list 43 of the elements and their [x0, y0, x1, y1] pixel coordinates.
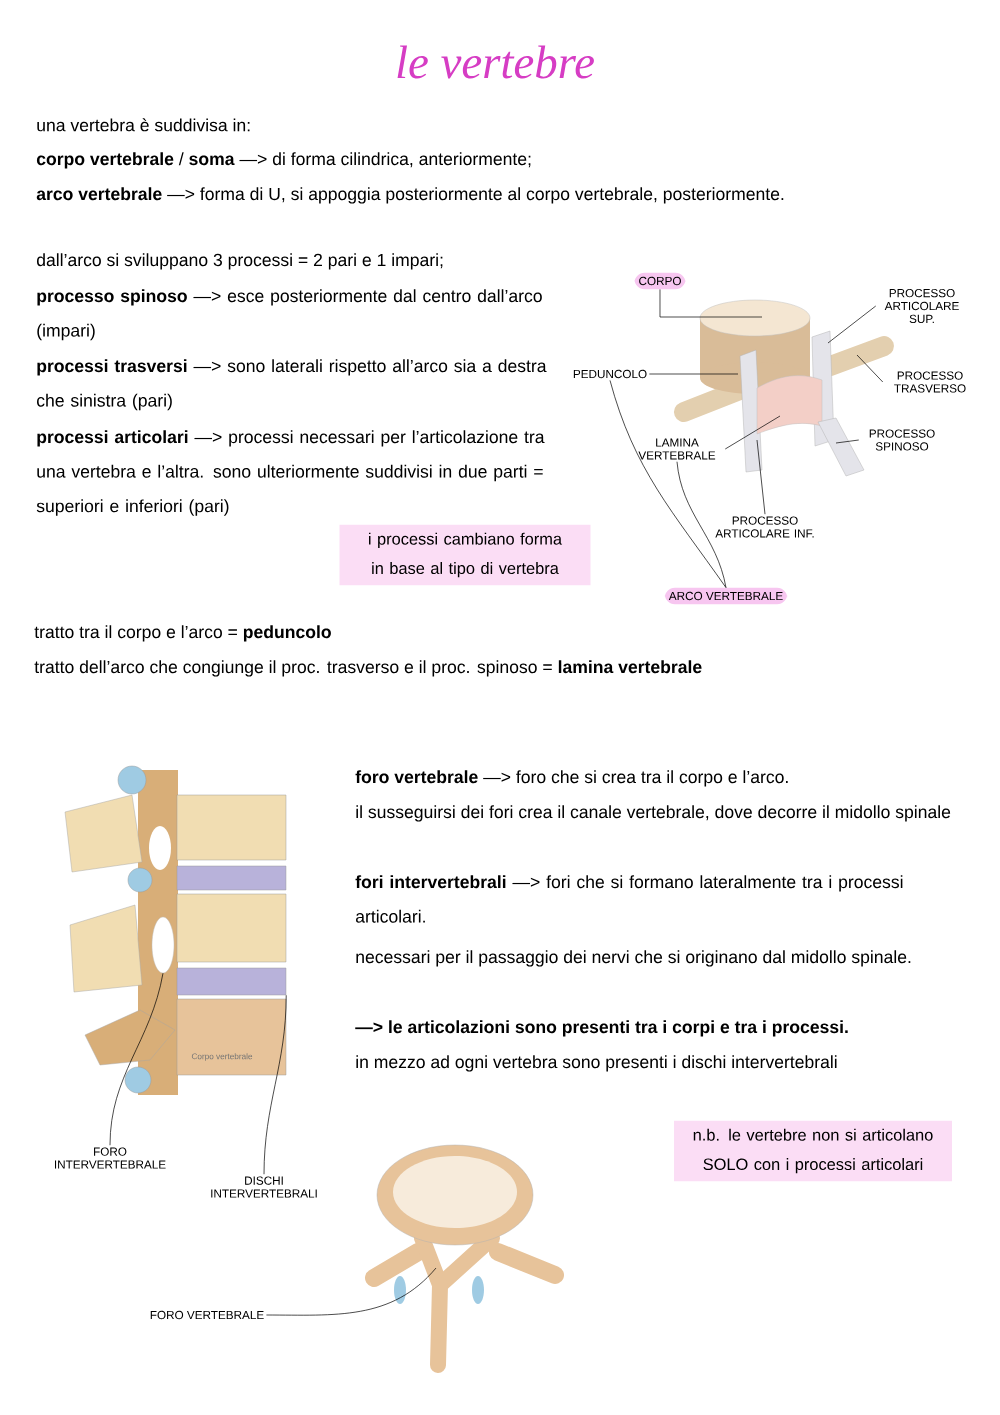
text-line: il susseguirsi dei fori crea il canale vertebrale, dove decorre il midollo spinale — [356, 805, 951, 822]
part-label: DISCHI INTERVERTEBRALI — [211, 1176, 317, 1198]
text-line: corpo vertebrale / soma —> di forma cilindrica, anteriormente; — [36, 152, 531, 169]
text-line: foro vertebrale —> foro che si crea tra il corpo e l’arco. — [355, 770, 788, 787]
paragraph: processo spinoso —> esce posteriormente dal centro dall’arco (impari) — [37, 289, 542, 341]
leader-line — [609, 380, 727, 588]
part-label: LAMINA VERTEBRALE — [638, 438, 716, 460]
paragraph: processi articolari —> processi necessari per l’articolazione tra una vertebra e l’altra. sono ulteriormente suddivisi in due parti = superiori e inferiori (pari) — [36, 430, 545, 516]
part-label: FORO VERTEBRALE — [150, 1310, 264, 1320]
title: le vertebre — [397, 45, 594, 79]
leader-line — [856, 354, 884, 383]
leader-line — [756, 439, 766, 515]
paragraph: processi trasversi —> sono laterali rispetto all’arco sia a destra che sinistra (pari) — [37, 359, 547, 411]
image-label: Corpo vertebrale — [191, 1053, 253, 1061]
leader-line — [659, 289, 763, 318]
text-line: dall’arco si sviluppano 3 processi = 2 pari e 1 impari; — [36, 253, 443, 270]
leader-line — [724, 415, 781, 450]
leader-line — [676, 461, 727, 588]
paragraph: fori intervertebrali —> fori che si formano lateralmente tra i processi articolari. — [355, 875, 903, 923]
text-line: —> le articolazioni sono presenti tra i corpi e tra i processi. — [355, 1020, 848, 1037]
highlighted-label: CORPO — [634, 272, 686, 290]
part-label: PROCESSO ARTICOLARE SUP. — [884, 289, 959, 324]
part-label: FORO INTERVERTEBRALE — [55, 1147, 166, 1169]
leader-line — [266, 1267, 437, 1316]
part-label: PROCESSO TRASVERSO — [894, 371, 966, 393]
leader-line — [827, 305, 877, 344]
leader-line — [263, 994, 287, 1175]
part-label: PEDUNCOLO — [573, 369, 647, 379]
text-line: in mezzo ad ogni vertebra sono presenti i dischi intervertebrali — [356, 1055, 837, 1072]
leader-line — [109, 972, 164, 1146]
note-box: n.b. le vertebre non si articolano SOLO con i processi articolari — [674, 1120, 952, 1182]
part-label: PROCESSO SPINOSO — [869, 429, 935, 451]
leader-line — [835, 439, 860, 444]
text-line: necessari per il passaggio dei nervi che si originano dal midollo spinale. — [356, 950, 911, 967]
text-line: una vertebra è suddivisa in: — [37, 118, 250, 132]
text-line: tratto dell’arco che congiunge il proc. trasverso e il proc. spinoso = lamina vertebrale — [34, 660, 702, 677]
foramen-opening — [151, 916, 175, 974]
text-line: tratto tra il corpo e l’arco = peduncolo — [34, 625, 331, 642]
part-label: PROCESSO ARTICOLARE INF. — [715, 516, 814, 538]
leader-line — [649, 373, 739, 375]
highlighted-label: ARCO VERTEBRALE — [664, 587, 788, 605]
text-line: arco vertebrale —> forma di U, si appoggia posteriormente al corpo vertebrale, posteriormente. — [36, 187, 784, 204]
note-box: i processi cambiano forma in base al tipo di vertebra — [339, 524, 591, 586]
